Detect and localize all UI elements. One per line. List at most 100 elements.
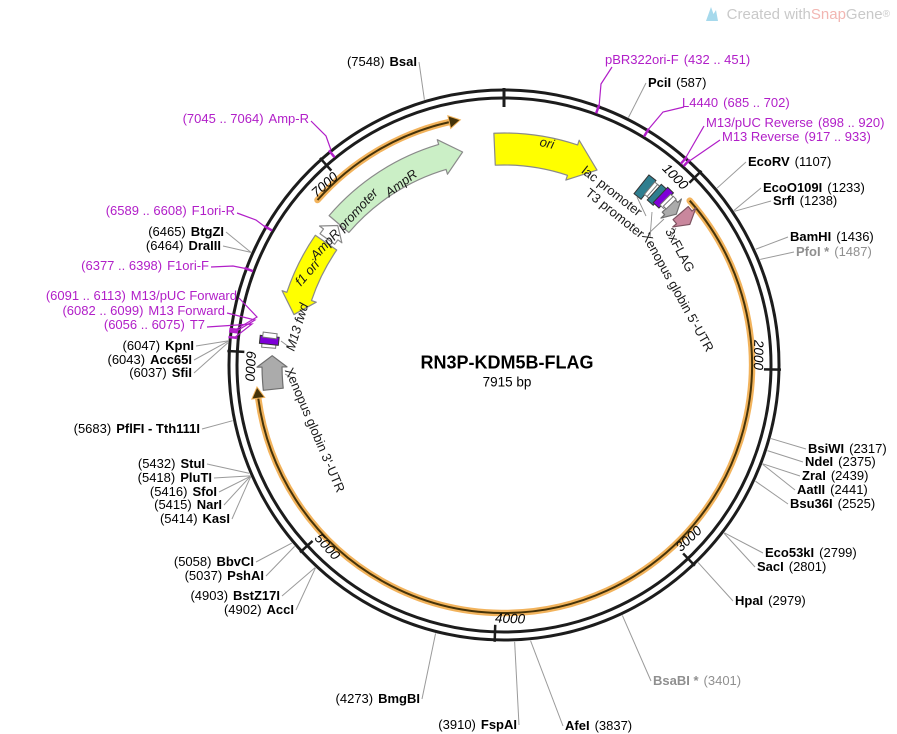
leader-line-NarI — [223, 476, 251, 506]
label-text: (1436) — [836, 229, 874, 244]
label-text: (4903) — [190, 588, 229, 603]
label-text: (4902) — [223, 602, 262, 617]
primer-site-tick — [244, 266, 254, 273]
primer-label-L4440: L4440(685 .. 702) — [682, 96, 790, 110]
enzyme-label-BbvCI: (5058)BbvCI — [174, 555, 254, 569]
label-text: PflFI - Tth111I — [116, 421, 200, 436]
enzyme-label-AccI: (4902) AccI — [224, 603, 294, 617]
enzyme-label-KpnI: (6047)KpnI — [123, 339, 194, 353]
orf-ampr-arrowhead — [447, 115, 462, 130]
label-text: (432 .. 451) — [683, 52, 751, 67]
label-text: (7548) — [346, 54, 385, 69]
enzyme-label-HpaI: HpaI(2979) — [735, 594, 806, 608]
label-text: EcoRV — [748, 154, 790, 169]
scale-tick-7000 — [319, 157, 333, 172]
primer-label-T7: (6056 .. 6075)T7 — [104, 318, 205, 332]
label-text: StuI — [180, 456, 205, 471]
label-text: Bsu36I — [790, 496, 833, 511]
label-text: AatII — [797, 482, 826, 497]
label-text: BtgZI — [190, 224, 224, 239]
primer-site-tick — [263, 225, 273, 232]
label-text: M13 Reverse — [722, 129, 800, 144]
label-text: (5416) — [149, 484, 188, 499]
feature-label-line — [284, 373, 293, 379]
enzyme-label-FspAI: (3910)FspAI — [438, 718, 517, 732]
scale-tick-3000 — [682, 552, 696, 567]
label-text: (6037) — [129, 365, 167, 380]
enzyme-label-BstZ17I: (4903)BstZ17I — [190, 589, 280, 603]
label-text: NarI — [196, 497, 222, 512]
leader-line-BmgBI — [421, 633, 437, 700]
enzyme-label-BmgBI: (4273)BmgBI — [336, 692, 420, 706]
label-text: (2801) — [788, 559, 827, 574]
label-text: M13/pUC Forward — [130, 288, 237, 303]
primer-label-M13-pUC-Reverse: M13/pUC Reverse(898 .. 920) — [706, 116, 884, 130]
label-text: BsaBI * — [653, 673, 699, 688]
watermark-text: Created with — [726, 5, 811, 23]
enzyme-label-SfiI: (6037)SfiI — [129, 366, 192, 380]
leader-line-Eco53kI — [724, 532, 764, 554]
enzyme-label-PflFI-Tth111I: (5683)PflFI - Tth111I — [74, 422, 200, 436]
primer-leader-M13Reverse — [687, 139, 721, 163]
leader-line-PluTI — [213, 475, 251, 479]
leader-line-EcoRV — [716, 161, 747, 189]
label-text: (917 .. 933) — [804, 129, 871, 144]
watermark-brand-gene: Gene — [845, 5, 883, 23]
primer-leader-M13pUCReverse — [684, 125, 705, 160]
label-text: M13/pUC Reverse — [706, 115, 813, 130]
leader-line-ZraI — [762, 463, 801, 477]
label-text: BsiWI — [808, 441, 845, 456]
leader-line-PfoI — [759, 251, 795, 260]
label-text: (2375) — [838, 454, 876, 469]
label-text: (2799) — [819, 545, 857, 560]
feature-label-ori: ori — [538, 134, 556, 152]
mcs-bar — [662, 195, 677, 210]
leader-line-BtgZI — [225, 231, 252, 253]
label-text: (6043) — [107, 352, 146, 367]
primer-label-Amp-R: (7045 .. 7064)Amp-R — [183, 112, 309, 126]
orf-ampr-core — [316, 121, 450, 201]
leader-line-FspAI — [514, 641, 520, 726]
leader-line-AatII — [762, 463, 796, 491]
label-text: (1107) — [794, 154, 832, 169]
leader-line-HpaI — [697, 562, 734, 602]
label-text: (5037) — [184, 568, 223, 583]
scale-label-2000: 2000 — [750, 339, 767, 371]
enzyme-label-BamHI: BamHI(1436) — [790, 230, 874, 244]
enzyme-label-EcoRV: EcoRV (1107) — [748, 155, 831, 169]
primer-leader-L4440 — [646, 106, 685, 132]
label-text: (6465) — [148, 224, 186, 239]
leader-line-EcoO109I — [733, 187, 762, 211]
label-text: PluTI — [180, 470, 212, 485]
label-text: BbvCI — [216, 554, 254, 569]
enzyme-label-BtgZI: (6465) BtgZI — [148, 225, 224, 239]
scale-tick-6000 — [227, 349, 245, 354]
label-text: (2439) — [830, 468, 869, 483]
scale-tick-5000 — [299, 540, 314, 554]
label-text: (587) — [676, 75, 707, 90]
scale-tick-1000 — [688, 169, 703, 184]
label-text: HpaI — [735, 593, 764, 608]
primer-site-tick — [228, 330, 239, 334]
label-text: (3837) — [594, 718, 633, 733]
leader-line-NdeI — [767, 450, 804, 463]
primer-label-M13-Forward: (6082 .. 6099)M13 Forward — [62, 304, 225, 318]
primer-site-tick — [679, 156, 688, 165]
label-text: (1233) — [827, 180, 865, 195]
enzyme-label-DraIII: (6464)DraIII — [146, 239, 221, 253]
label-text: (6589 .. 6608) — [105, 203, 187, 218]
primer-site-tick — [682, 158, 691, 167]
label-text: AccI — [266, 602, 294, 617]
primer-leader-F1oriF — [210, 265, 249, 270]
label-text: Eco53kI — [765, 545, 815, 560]
enzyme-label-AfeI: AfeI(3837) — [565, 719, 632, 733]
label-text: BsaI — [389, 54, 417, 69]
primer-leader-T7 — [206, 323, 254, 339]
leader-line-SfiI — [193, 342, 229, 374]
label-text: KasI — [202, 511, 230, 526]
feature-3xflag — [672, 205, 697, 228]
leader-line-PflFITth111I — [201, 420, 233, 430]
primer-label-F1ori-F: (6377 .. 6398)F1ori-F — [81, 259, 209, 273]
